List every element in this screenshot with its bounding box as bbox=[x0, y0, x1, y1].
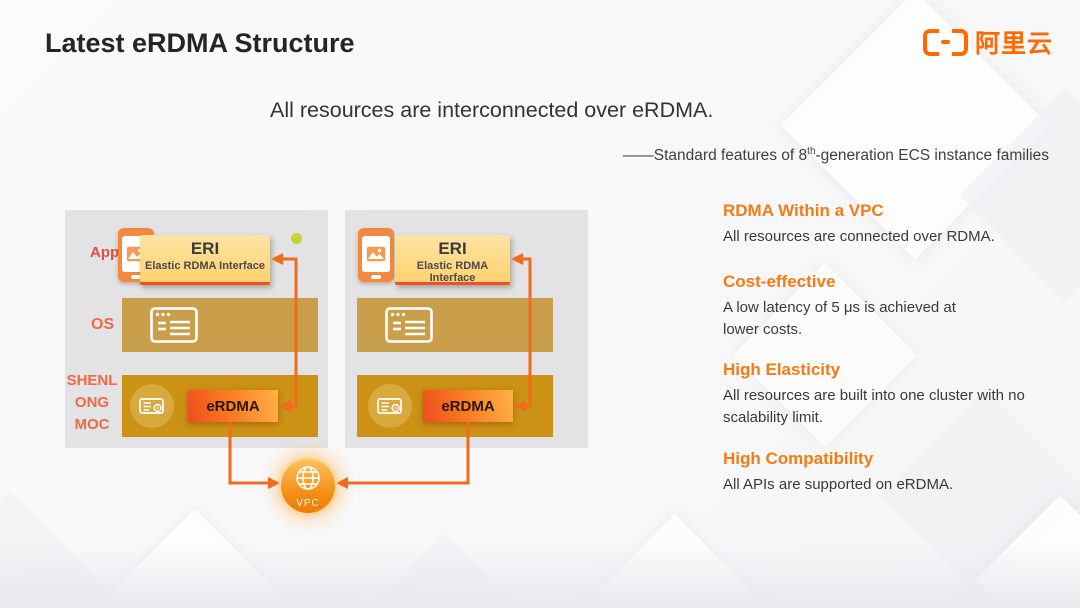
os-bar bbox=[357, 298, 553, 352]
features-panel: RDMA Within a VPC All resources are conn… bbox=[723, 201, 1058, 520]
phone-home-button-icon bbox=[371, 275, 381, 279]
feature-block: RDMA Within a VPC All resources are conn… bbox=[723, 201, 1058, 248]
eri-title: ERI bbox=[438, 239, 467, 258]
eri-subtitle: Elastic RDMA Interface bbox=[416, 260, 489, 284]
feature-block: High Elasticity All resources are built … bbox=[723, 360, 1058, 429]
globe-icon bbox=[296, 466, 320, 490]
phone-home-button-icon bbox=[131, 275, 141, 279]
photo-glyph-icon bbox=[366, 246, 386, 262]
feature-heading: Cost-effective bbox=[723, 272, 836, 291]
erdma-label: eRDMA bbox=[441, 397, 495, 415]
os-bar bbox=[122, 298, 318, 352]
network-card-icon bbox=[368, 384, 412, 428]
feature-heading: High Elasticity bbox=[723, 360, 841, 379]
shenlong-moc-bar: eRDMA bbox=[122, 375, 318, 437]
page-title: Latest eRDMA Structure bbox=[45, 28, 355, 58]
server-panel-left: App ERI Elastic RDMA Interface OS bbox=[65, 210, 328, 448]
logo-bracket-left-icon bbox=[922, 28, 939, 56]
feature-body: All resources are connected over RDMA. bbox=[723, 228, 995, 245]
shenlong-moc-label: SHENL ONG MOC bbox=[66, 372, 118, 433]
erdma-label: eRDMA bbox=[206, 397, 260, 415]
tagline: ——Standard features of 8th-generation EC… bbox=[622, 146, 1049, 165]
vpc-node: VPC bbox=[281, 459, 335, 513]
feature-body: All resources are built into one cluster… bbox=[723, 387, 1025, 426]
eri-title: ERI bbox=[190, 239, 220, 258]
browser-window-icon bbox=[150, 307, 198, 343]
green-dot bbox=[291, 233, 302, 244]
feature-block: Cost-effective A low latency of 5 μs is … bbox=[723, 272, 1058, 341]
phone-app-icon bbox=[358, 228, 394, 282]
feature-heading: High Compatibility bbox=[723, 449, 874, 468]
logo-dash-icon bbox=[940, 40, 950, 44]
bottom-gradient-band bbox=[0, 544, 1080, 608]
feature-body: A low latency of 5 μs is achieved at low… bbox=[723, 299, 956, 338]
vpc-label: VPC bbox=[296, 498, 320, 509]
subtitle: All resources are interconnected over eR… bbox=[270, 98, 714, 122]
server-panel-right: ERI Elastic RDMA Interface bbox=[345, 210, 588, 448]
eri-box: ERI Elastic RDMA Interface bbox=[395, 235, 510, 285]
logo-text: 阿里云 bbox=[974, 30, 1053, 58]
erdma-box: eRDMA bbox=[423, 390, 513, 422]
feature-block: High Compatibility All APIs are supporte… bbox=[723, 449, 1058, 496]
alibaba-cloud-logo: 阿里云 bbox=[922, 24, 1053, 60]
logo-bracket-right-icon bbox=[951, 28, 968, 56]
browser-window-icon bbox=[385, 307, 433, 343]
network-card-icon bbox=[130, 384, 174, 428]
os-label: OS bbox=[91, 316, 115, 333]
feature-body: All APIs are supported on eRDMA. bbox=[723, 476, 954, 493]
shenlong-moc-bar: eRDMA bbox=[357, 375, 553, 437]
feature-heading: RDMA Within a VPC bbox=[723, 201, 884, 220]
eri-box: ERI Elastic RDMA Interface bbox=[140, 235, 270, 285]
app-label: App bbox=[90, 244, 120, 261]
eri-subtitle: Elastic RDMA Interface bbox=[144, 260, 266, 272]
erdma-box: eRDMA bbox=[188, 390, 278, 422]
